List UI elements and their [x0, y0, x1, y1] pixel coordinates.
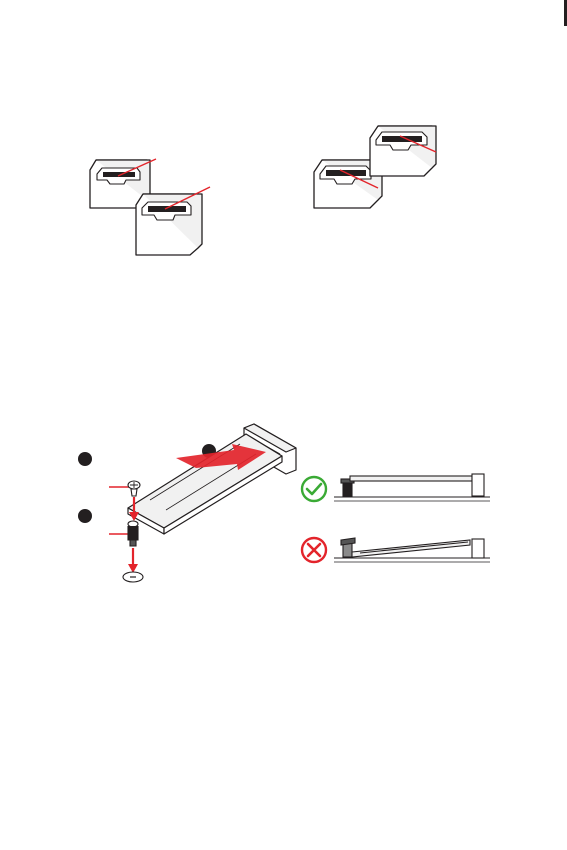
sata-connectors-stacked-figure — [90, 159, 210, 255]
m2-incorrect-seating-figure — [302, 538, 490, 562]
cross-circle-icon — [302, 538, 326, 562]
sata-connector-4 — [370, 126, 436, 176]
standoff — [343, 482, 352, 496]
m2-installation-figure — [78, 424, 296, 582]
step-marker-2 — [78, 509, 92, 523]
m2-slot-connector — [472, 474, 484, 496]
screw — [128, 481, 140, 496]
m2-correct-seating-figure — [302, 474, 490, 501]
mounting-hole — [123, 572, 143, 582]
m2-slot-connector — [472, 539, 484, 558]
step-marker-1 — [78, 452, 92, 466]
check-circle-icon — [302, 477, 326, 501]
m2-ssd-card-tilted — [352, 540, 470, 557]
m2-ssd-card — [350, 476, 472, 481]
sata-connectors-staggered-figure — [314, 126, 436, 208]
sata-connector-2 — [136, 194, 202, 255]
standoff — [128, 521, 138, 546]
